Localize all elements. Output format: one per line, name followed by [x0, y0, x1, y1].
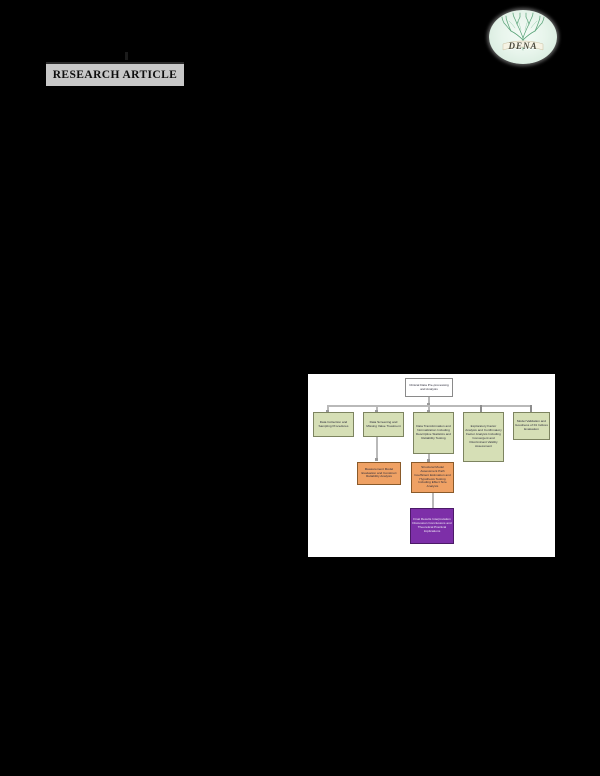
flow-node-n2-label: Data Screening and Missing Value Treatme… — [366, 419, 401, 428]
flow-node-n5-label: Model Validation and Goodness of Fit Ind… — [515, 419, 548, 431]
journal-logo: DENA — [489, 10, 557, 64]
connector-n7-n8 — [432, 493, 434, 508]
connector-drop-2 — [376, 405, 378, 412]
connector-drop-1 — [327, 405, 329, 412]
flow-node-n6[interactable]: Measurement Model Evaluation and Constru… — [357, 462, 401, 485]
flow-node-n8-label: Final Results Interpretation Discussion … — [412, 517, 452, 533]
connector-drop-4 — [480, 405, 482, 412]
flow-node-n2[interactable]: Data Screening and Missing Value Treatme… — [363, 412, 404, 437]
header-rule — [46, 62, 184, 64]
research-article-banner: RESEARCH ARTICLE — [46, 64, 184, 86]
connector-n2-n6 — [376, 437, 378, 460]
flow-node-n1-label: Data Collection and Sampling Procedures — [318, 419, 349, 428]
flow-node-n4[interactable]: Exploratory Factor Analysis and Confirma… — [463, 412, 504, 462]
connector-stub-1 — [326, 410, 329, 413]
connector-root-junction — [427, 403, 430, 406]
flow-node-n3-label: Data Transformation and Normalization In… — [415, 424, 452, 440]
research-article-label: RESEARCH ARTICLE — [52, 69, 178, 81]
flowchart-figure: Clinical Data Pre-processing and Analysi… — [308, 374, 555, 557]
logo-ribbon — [502, 40, 544, 51]
header-tick-mark — [125, 52, 128, 60]
connector-n3-n7 — [428, 454, 430, 462]
flow-node-n3[interactable]: Data Transformation and Normalization In… — [413, 412, 454, 454]
connector-root-stem — [428, 397, 430, 405]
flowchart-canvas: Clinical Data Pre-processing and Analysi… — [308, 374, 555, 557]
flow-node-root-label: Clinical Data Pre-processing and Analysi… — [409, 382, 449, 391]
flow-node-n4-label: Exploratory Factor Analysis and Confirma… — [465, 424, 502, 448]
connector-stub-3 — [427, 410, 430, 413]
flow-node-n8[interactable]: Final Results Interpretation Discussion … — [410, 508, 454, 544]
tree-icon — [501, 12, 545, 51]
flow-node-n7[interactable]: Structural Model Assessment Path Coeffic… — [411, 462, 454, 493]
connector-stub-n7 — [427, 459, 430, 462]
flow-node-n1[interactable]: Data Collection and Sampling Procedures — [313, 412, 354, 437]
flow-node-root[interactable]: Clinical Data Pre-processing and Analysi… — [405, 378, 453, 397]
connector-drop-3 — [428, 405, 430, 412]
flow-node-n7-label: Structural Model Assessment Path Coeffic… — [414, 464, 451, 489]
connector-stub-n6 — [375, 458, 378, 461]
flow-node-n5[interactable]: Model Validation and Goodness of Fit Ind… — [513, 412, 550, 440]
connector-stub-2 — [375, 410, 378, 413]
logo-wordmark: DENA — [508, 41, 538, 51]
flow-node-n6-label: Measurement Model Evaluation and Constru… — [361, 466, 397, 479]
connector-drop-5 — [530, 405, 532, 412]
